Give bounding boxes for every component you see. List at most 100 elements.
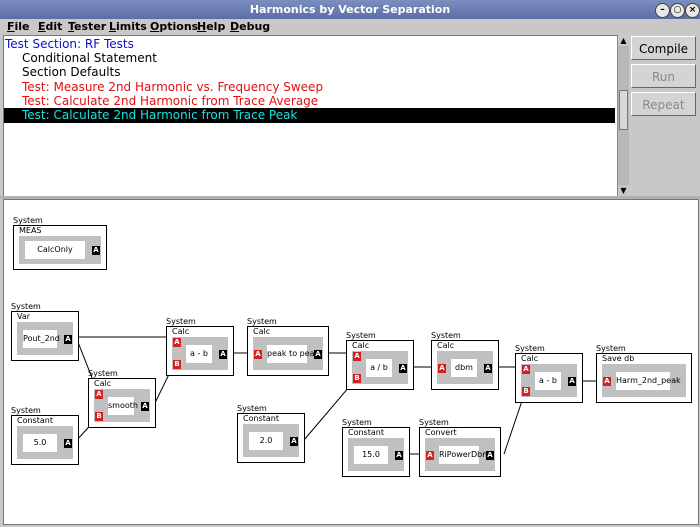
port-in-a-icon[interactable]: A (426, 450, 434, 460)
port-out-icon[interactable]: A (219, 349, 227, 359)
tree-scrollbar[interactable]: ▲ ▼ (617, 35, 629, 196)
tree-item[interactable]: Section Defaults (22, 65, 121, 80)
close-icon[interactable]: × (685, 3, 700, 18)
minimize-icon[interactable]: – (655, 3, 670, 18)
block-system-label: System (237, 404, 267, 413)
block-type-label: Calc (253, 327, 271, 336)
block-value: Harm_2nd_peak (616, 371, 681, 390)
block-system-label: System (342, 418, 372, 427)
block-value: peak to peak (267, 344, 319, 363)
port-in-b-icon[interactable]: B (173, 360, 181, 369)
port-out-icon[interactable]: A (64, 438, 72, 448)
block-value: 5.0 (23, 433, 57, 452)
title-bar: Harmonics by Vector Separation – ○ × (0, 0, 700, 19)
block-type-label: Calc (94, 379, 112, 388)
block-type-label: Constant (17, 416, 53, 425)
tree-item[interactable]: Conditional Statement (22, 51, 157, 66)
run-button[interactable]: Run (631, 64, 696, 88)
scroll-down-icon[interactable]: ▼ (618, 185, 629, 196)
tree-item[interactable]: Test: Calculate 2nd Harmonic from Trace … (4, 108, 615, 123)
tree-item[interactable]: Test: Measure 2nd Harmonic vs. Frequency… (22, 79, 324, 94)
block-type-label: Calc (521, 354, 539, 363)
port-in-a-icon[interactable]: A (95, 390, 103, 399)
block-type-label: Constant (243, 414, 279, 423)
pane-splitter[interactable] (0, 196, 700, 199)
maximize-icon[interactable]: ○ (670, 3, 685, 18)
scroll-thumb[interactable] (619, 90, 628, 130)
block-value: CalcOnly (25, 241, 85, 259)
block-value: RiPowerDbm (439, 445, 490, 464)
port-in-a-icon[interactable]: A (438, 363, 446, 373)
port-out-icon[interactable]: A (395, 450, 403, 460)
menu-help[interactable]: Help (197, 20, 226, 33)
menu-edit[interactable]: Edit (38, 20, 63, 33)
block-value: dbm (451, 358, 477, 377)
port-out-icon[interactable]: A (399, 363, 407, 373)
block-value: 15.0 (354, 445, 388, 464)
block-type-label: Var (17, 312, 31, 321)
block-type-label: Calc (352, 341, 370, 350)
block-system-label: System (431, 331, 461, 340)
block-system-label: System (419, 418, 449, 427)
port-in-b-icon[interactable]: B (95, 412, 103, 421)
port-in-a-icon[interactable]: A (603, 376, 611, 386)
port-in-b-icon[interactable]: B (522, 387, 530, 396)
block-type-label: MEAS (19, 226, 42, 235)
repeat-button[interactable]: Repeat (631, 92, 696, 116)
port-out-icon[interactable]: A (568, 376, 576, 386)
block-system-label: System (247, 317, 277, 326)
compile-button[interactable]: Compile (631, 36, 696, 60)
menu-limits[interactable]: Limits (109, 20, 147, 33)
wire-const2-to-div (303, 379, 356, 441)
tree-item[interactable]: Test Section: RF Tests (5, 37, 134, 51)
block-system-label: System (88, 369, 118, 378)
menu-file[interactable]: File (7, 20, 30, 33)
block-system-label: System (11, 406, 41, 415)
block-value: a - b (535, 371, 561, 390)
block-value: smooth (108, 396, 138, 415)
port-out-icon[interactable]: A (64, 334, 72, 344)
block-type-label: Convert (425, 428, 457, 437)
port-in-b-icon[interactable]: B (353, 374, 361, 383)
block-value: Pout_2nd (23, 329, 60, 348)
menu-debug[interactable]: Debug (230, 20, 271, 33)
block-system-label: System (13, 216, 43, 225)
block-value: a - b (186, 344, 212, 363)
port-out-icon[interactable]: A (314, 349, 322, 359)
block-type-label: Save db (602, 354, 635, 363)
port-in-a-icon[interactable]: A (522, 365, 530, 374)
port-in-a-icon[interactable]: A (173, 338, 181, 347)
port-out-icon[interactable]: A (290, 436, 298, 446)
port-out-icon[interactable]: A (484, 363, 492, 373)
menu-options[interactable]: Options (150, 20, 199, 33)
block-system-label: System (596, 344, 626, 353)
block-system-label: System (515, 344, 545, 353)
port-out-icon[interactable]: A (486, 450, 494, 460)
port-out-icon[interactable]: A (141, 401, 149, 411)
port-in-a-icon[interactable]: A (353, 352, 361, 361)
port-in-a-icon[interactable]: A (254, 349, 262, 359)
tree-item[interactable]: Test: Calculate 2nd Harmonic from Trace … (22, 93, 319, 108)
scroll-up-icon[interactable]: ▲ (618, 35, 629, 46)
menu-tester[interactable]: Tester (68, 20, 107, 33)
port-out-icon[interactable]: A (92, 246, 100, 255)
block-value: a / b (366, 358, 392, 377)
block-type-label: Constant (348, 428, 384, 437)
block-type-label: Calc (172, 327, 190, 336)
block-value: 2.0 (249, 431, 283, 450)
